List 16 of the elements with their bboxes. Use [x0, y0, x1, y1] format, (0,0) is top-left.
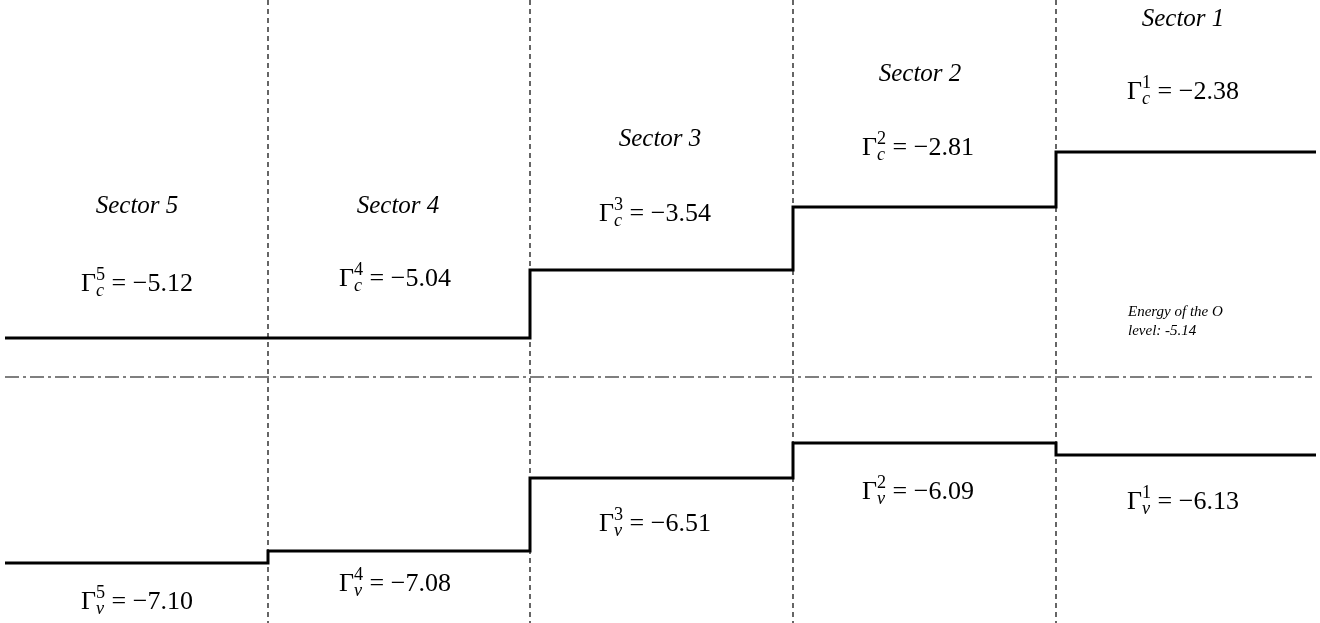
energy-level-label: Γ$_{c}$$^{5}$ = −5.12: [81, 263, 193, 301]
energy-level-label: Γ$_{v}$$^{3}$ = −6.51: [599, 503, 711, 541]
energy-level-label: Γ$_{v}$$^{5}$ = −7.10: [81, 581, 193, 619]
energy-level-label: Γ$_{c}$$^{1}$ = −2.38: [1127, 71, 1239, 109]
energy-level-label: Γ$_{c}$$^{3}$ = −3.54: [599, 193, 711, 231]
sector-label: Sector 5: [95, 191, 179, 219]
energy-level-label: Γ$_{c}$$^{4}$ = −5.04: [339, 258, 451, 296]
energy-level-label: Γ$_{v}$$^{1}$ = −6.13: [1127, 481, 1239, 519]
sector-label: Sector 4: [356, 191, 440, 219]
sector-label: Sector 1: [1141, 4, 1225, 32]
energy-level-label: Γ$_{c}$$^{2}$ = −2.81: [862, 127, 974, 165]
note-text: Energy of the O level: -5.14: [1128, 302, 1224, 340]
sector-label: Sector 3: [618, 124, 702, 152]
energy-level-label: Γ$_{v}$$^{2}$ = −6.09: [862, 471, 974, 509]
energy-level-label: Γ$_{v}$$^{4}$ = −7.08: [339, 563, 451, 601]
sector-label: Sector 2: [878, 59, 962, 87]
